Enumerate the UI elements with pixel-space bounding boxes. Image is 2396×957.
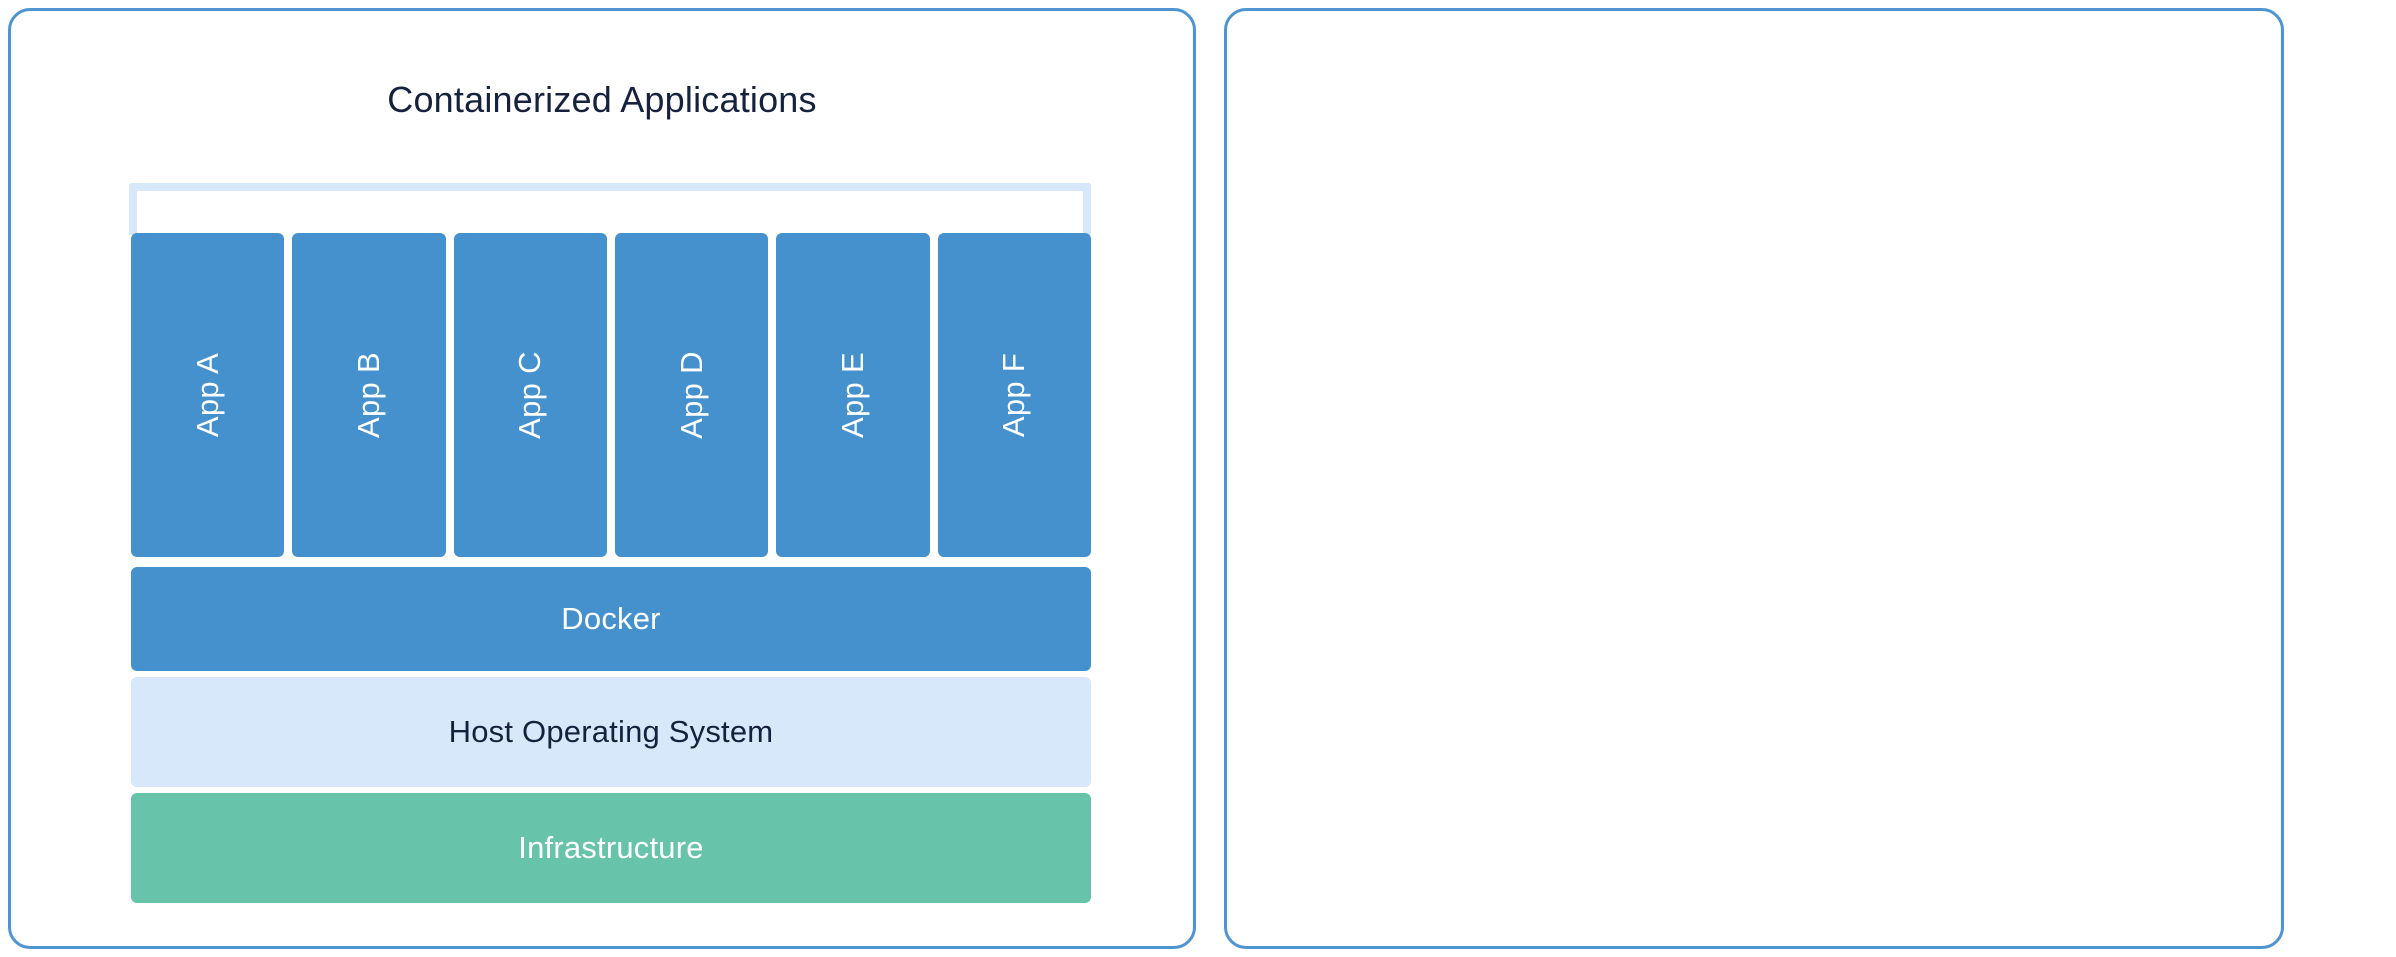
container-app-box[interactable]: App B bbox=[292, 233, 446, 557]
container-app-label: App B bbox=[350, 352, 386, 438]
container-app-label: App C bbox=[512, 351, 548, 439]
container-app-label: App D bbox=[673, 351, 709, 439]
container-app-box[interactable]: App E bbox=[776, 233, 930, 557]
container-bracket bbox=[129, 183, 1091, 235]
docker-layer[interactable]: Docker bbox=[131, 567, 1091, 671]
container-app-box[interactable]: App A bbox=[131, 233, 285, 557]
container-app-box[interactable]: App C bbox=[453, 233, 607, 557]
container-app-label: App A bbox=[189, 352, 225, 438]
infrastructure-layer-containers[interactable]: Infrastructure bbox=[131, 793, 1091, 903]
host-operating-system-layer[interactable]: Host Operating System bbox=[131, 677, 1091, 787]
container-app-box[interactable]: App D bbox=[614, 233, 769, 557]
container-app-label: App E bbox=[834, 352, 870, 438]
container-app-box[interactable]: App F bbox=[937, 233, 1091, 557]
container-app-list: App A App B App C App D App E App F bbox=[131, 233, 1091, 557]
container-app-label: App F bbox=[996, 352, 1032, 438]
virtual-machines-panel: Virtual Machine App A Guest Operating Sy… bbox=[1224, 8, 2284, 949]
containers-panel: Containerized Applications App A App B A… bbox=[8, 8, 1196, 949]
containers-panel-title: Containerized Applications bbox=[387, 79, 817, 120]
